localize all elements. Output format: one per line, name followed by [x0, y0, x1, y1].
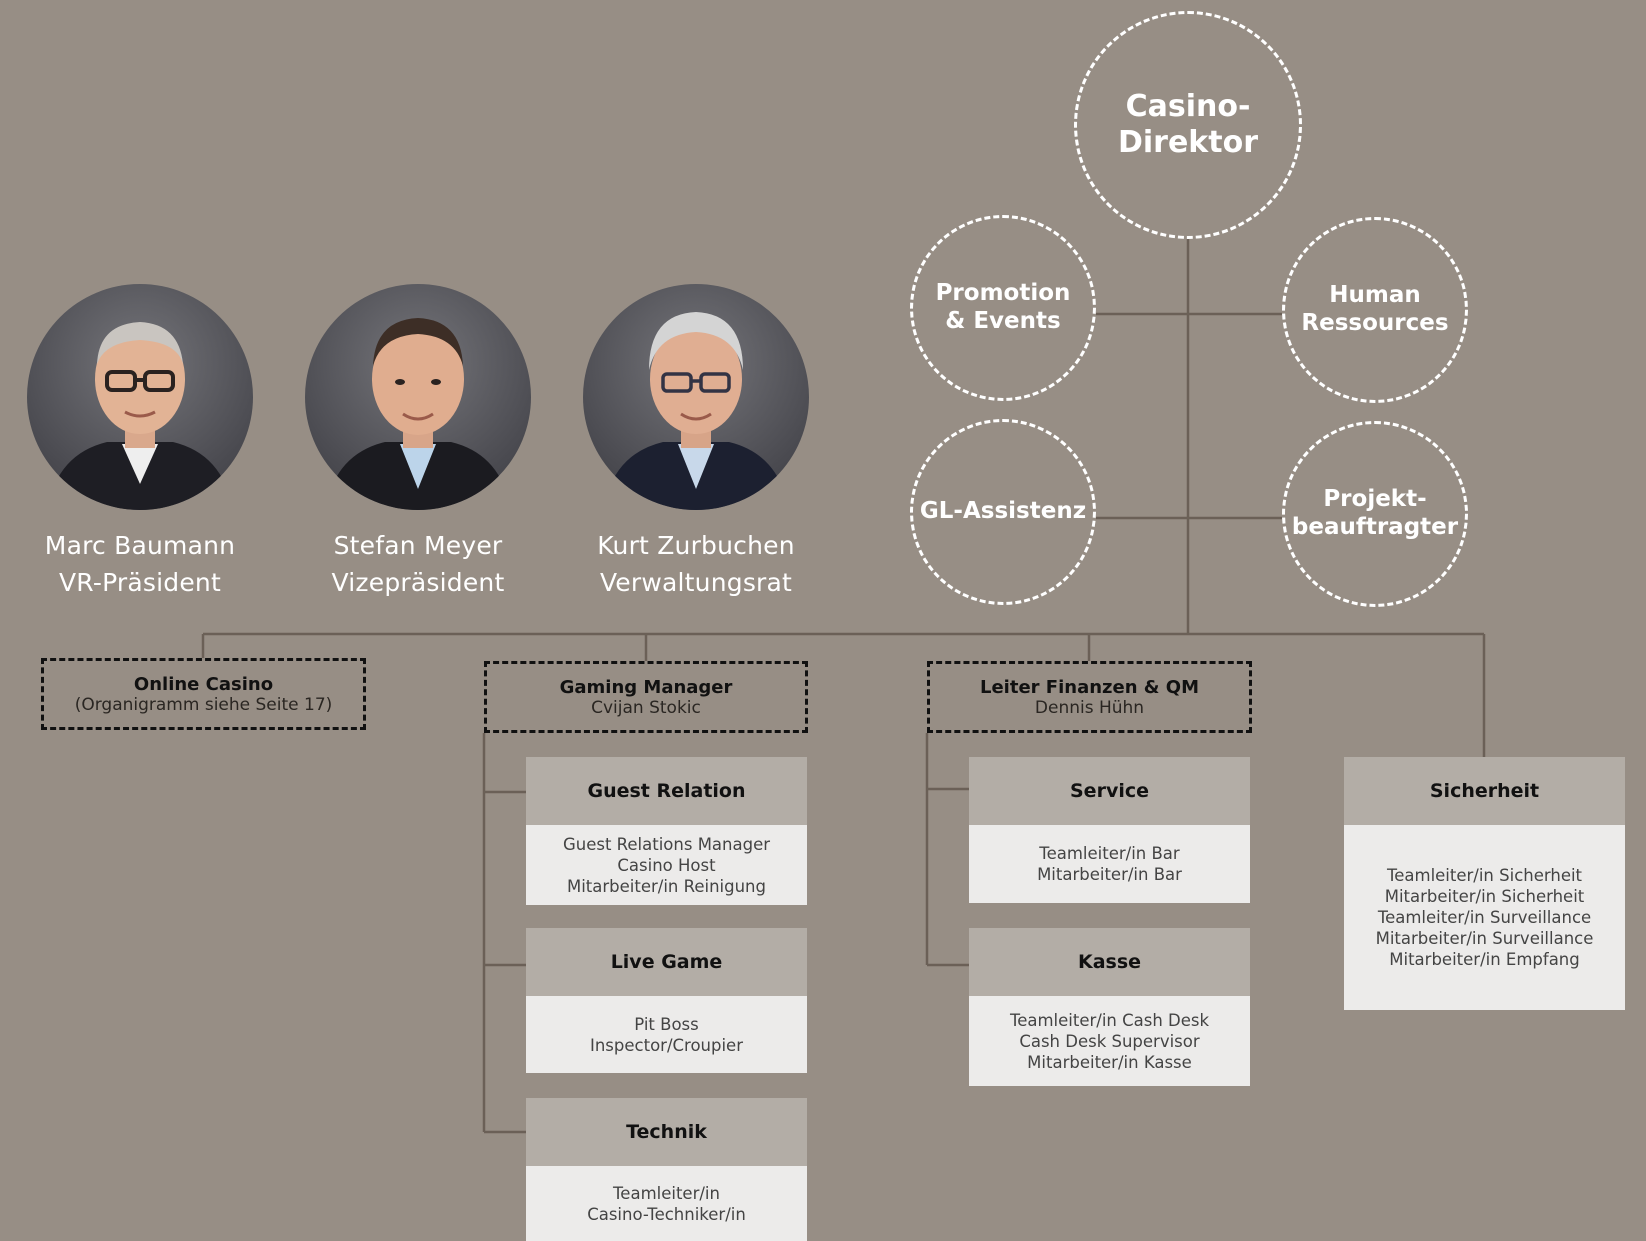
- dept-live-game-title: Live Game: [526, 928, 807, 996]
- role-item: Teamleiter/in: [613, 1183, 720, 1203]
- role-item: Inspector/Croupier: [589, 1035, 743, 1055]
- box-leiter-finanzen-title: Leiter Finanzen & QM: [980, 676, 1199, 698]
- dept-kasse-roles: Teamleiter/in Cash Desk Cash Desk Superv…: [969, 996, 1250, 1086]
- board-member-2: Stefan Meyer Vizepräsident: [278, 527, 558, 601]
- node-human-ressources: Human Ressources: [1282, 217, 1468, 403]
- dept-technik-title: Technik: [526, 1098, 807, 1166]
- avatar-stefan-meyer: [305, 284, 531, 510]
- box-online-casino-title: Online Casino: [133, 673, 274, 695]
- dept-service-title: Service: [969, 757, 1250, 825]
- node-promotion-events-label: Promotion & Events: [935, 280, 1071, 334]
- role-item: Pit Boss: [634, 1014, 699, 1034]
- dept-kasse: Kasse Teamleiter/in Cash Desk Cash Desk …: [969, 928, 1250, 1086]
- role-item: Mitarbeiter/in Reinigung: [566, 876, 766, 896]
- node-gl-assistenz-label: GL-Assistenz: [919, 498, 1087, 525]
- dept-guest-relation-roles: Guest Relations Manager Casino Host Mita…: [526, 825, 807, 905]
- node-casino-direktor: Casino- Direktor: [1074, 11, 1302, 239]
- box-online-casino: Online Casino (Organigramm siehe Seite 1…: [41, 658, 366, 730]
- node-human-ressources-label: Human Ressources: [1301, 282, 1449, 336]
- role-item: Guest Relations Manager: [562, 834, 771, 854]
- box-online-casino-subtitle: (Organigramm siehe Seite 17): [74, 694, 333, 715]
- role-item: Mitarbeiter/in Bar: [1037, 865, 1182, 884]
- box-leiter-finanzen: Leiter Finanzen & QM Dennis Hühn: [927, 661, 1252, 733]
- board-member-2-role: Vizepräsident: [331, 568, 505, 597]
- dept-live-game: Live Game Pit Boss Inspector/Croupier: [526, 928, 807, 1073]
- avatar-marc-baumann: [27, 284, 253, 510]
- board-member-3-name: Kurt Zurbuchen: [597, 531, 795, 560]
- dept-sicherheit-title: Sicherheit: [1344, 757, 1625, 825]
- role-item: Teamleiter/in Surveillance: [1377, 908, 1592, 927]
- box-gaming-manager: Gaming Manager Cvijan Stokic: [484, 661, 808, 733]
- board-member-3-role: Verwaltungsrat: [599, 568, 793, 597]
- board-member-1: Marc Baumann VR-Präsident: [0, 527, 280, 601]
- node-projektbeauftragter-label: Projekt- beauftragter: [1291, 486, 1459, 540]
- dept-technik: Technik Teamleiter/in Casino-Techniker/i…: [526, 1098, 807, 1241]
- role-item: Casino-Techniker/in: [587, 1204, 746, 1224]
- role-item: Casino Host: [617, 855, 716, 875]
- board-member-3: Kurt Zurbuchen Verwaltungsrat: [556, 527, 836, 601]
- dept-technik-roles: Teamleiter/in Casino-Techniker/in: [526, 1166, 807, 1241]
- dept-sicherheit: Sicherheit Teamleiter/in Sicherheit Mita…: [1344, 757, 1625, 1010]
- node-gl-assistenz: GL-Assistenz: [910, 419, 1096, 605]
- dept-live-game-roles: Pit Boss Inspector/Croupier: [526, 996, 807, 1073]
- box-gaming-manager-name: Cvijan Stokic: [591, 697, 701, 718]
- role-item: Mitarbeiter/in Sicherheit: [1384, 887, 1585, 906]
- role-item: Teamleiter/in Bar: [1039, 844, 1180, 863]
- role-item: Mitarbeiter/in Surveillance: [1375, 929, 1594, 948]
- board-member-2-name: Stefan Meyer: [333, 531, 503, 560]
- box-leiter-finanzen-name: Dennis Hühn: [1034, 697, 1145, 718]
- role-item: Teamleiter/in Sicherheit: [1386, 866, 1583, 885]
- node-casino-direktor-label: Casino- Direktor: [1117, 89, 1259, 160]
- dept-service: Service Teamleiter/in Bar Mitarbeiter/in…: [969, 757, 1250, 903]
- dept-guest-relation: Guest Relation Guest Relations Manager C…: [526, 757, 807, 905]
- board-member-1-role: VR-Präsident: [59, 568, 221, 597]
- dept-sicherheit-roles: Teamleiter/in Sicherheit Mitarbeiter/in …: [1344, 825, 1625, 1010]
- role-item: Mitarbeiter/in Kasse: [1027, 1052, 1192, 1072]
- box-gaming-manager-title: Gaming Manager: [559, 676, 733, 698]
- role-item: Mitarbeiter/in Empfang: [1389, 950, 1580, 969]
- dept-guest-relation-title: Guest Relation: [526, 757, 807, 825]
- avatar-kurt-zurbuchen: [583, 284, 809, 510]
- dept-service-roles: Teamleiter/in Bar Mitarbeiter/in Bar: [969, 825, 1250, 903]
- board-member-1-name: Marc Baumann: [44, 531, 236, 560]
- node-promotion-events: Promotion & Events: [910, 215, 1096, 401]
- node-projektbeauftragter: Projekt- beauftragter: [1282, 421, 1468, 607]
- role-item: Teamleiter/in Cash Desk: [1009, 1010, 1210, 1030]
- role-item: Cash Desk Supervisor: [1019, 1031, 1200, 1051]
- dept-kasse-title: Kasse: [969, 928, 1250, 996]
